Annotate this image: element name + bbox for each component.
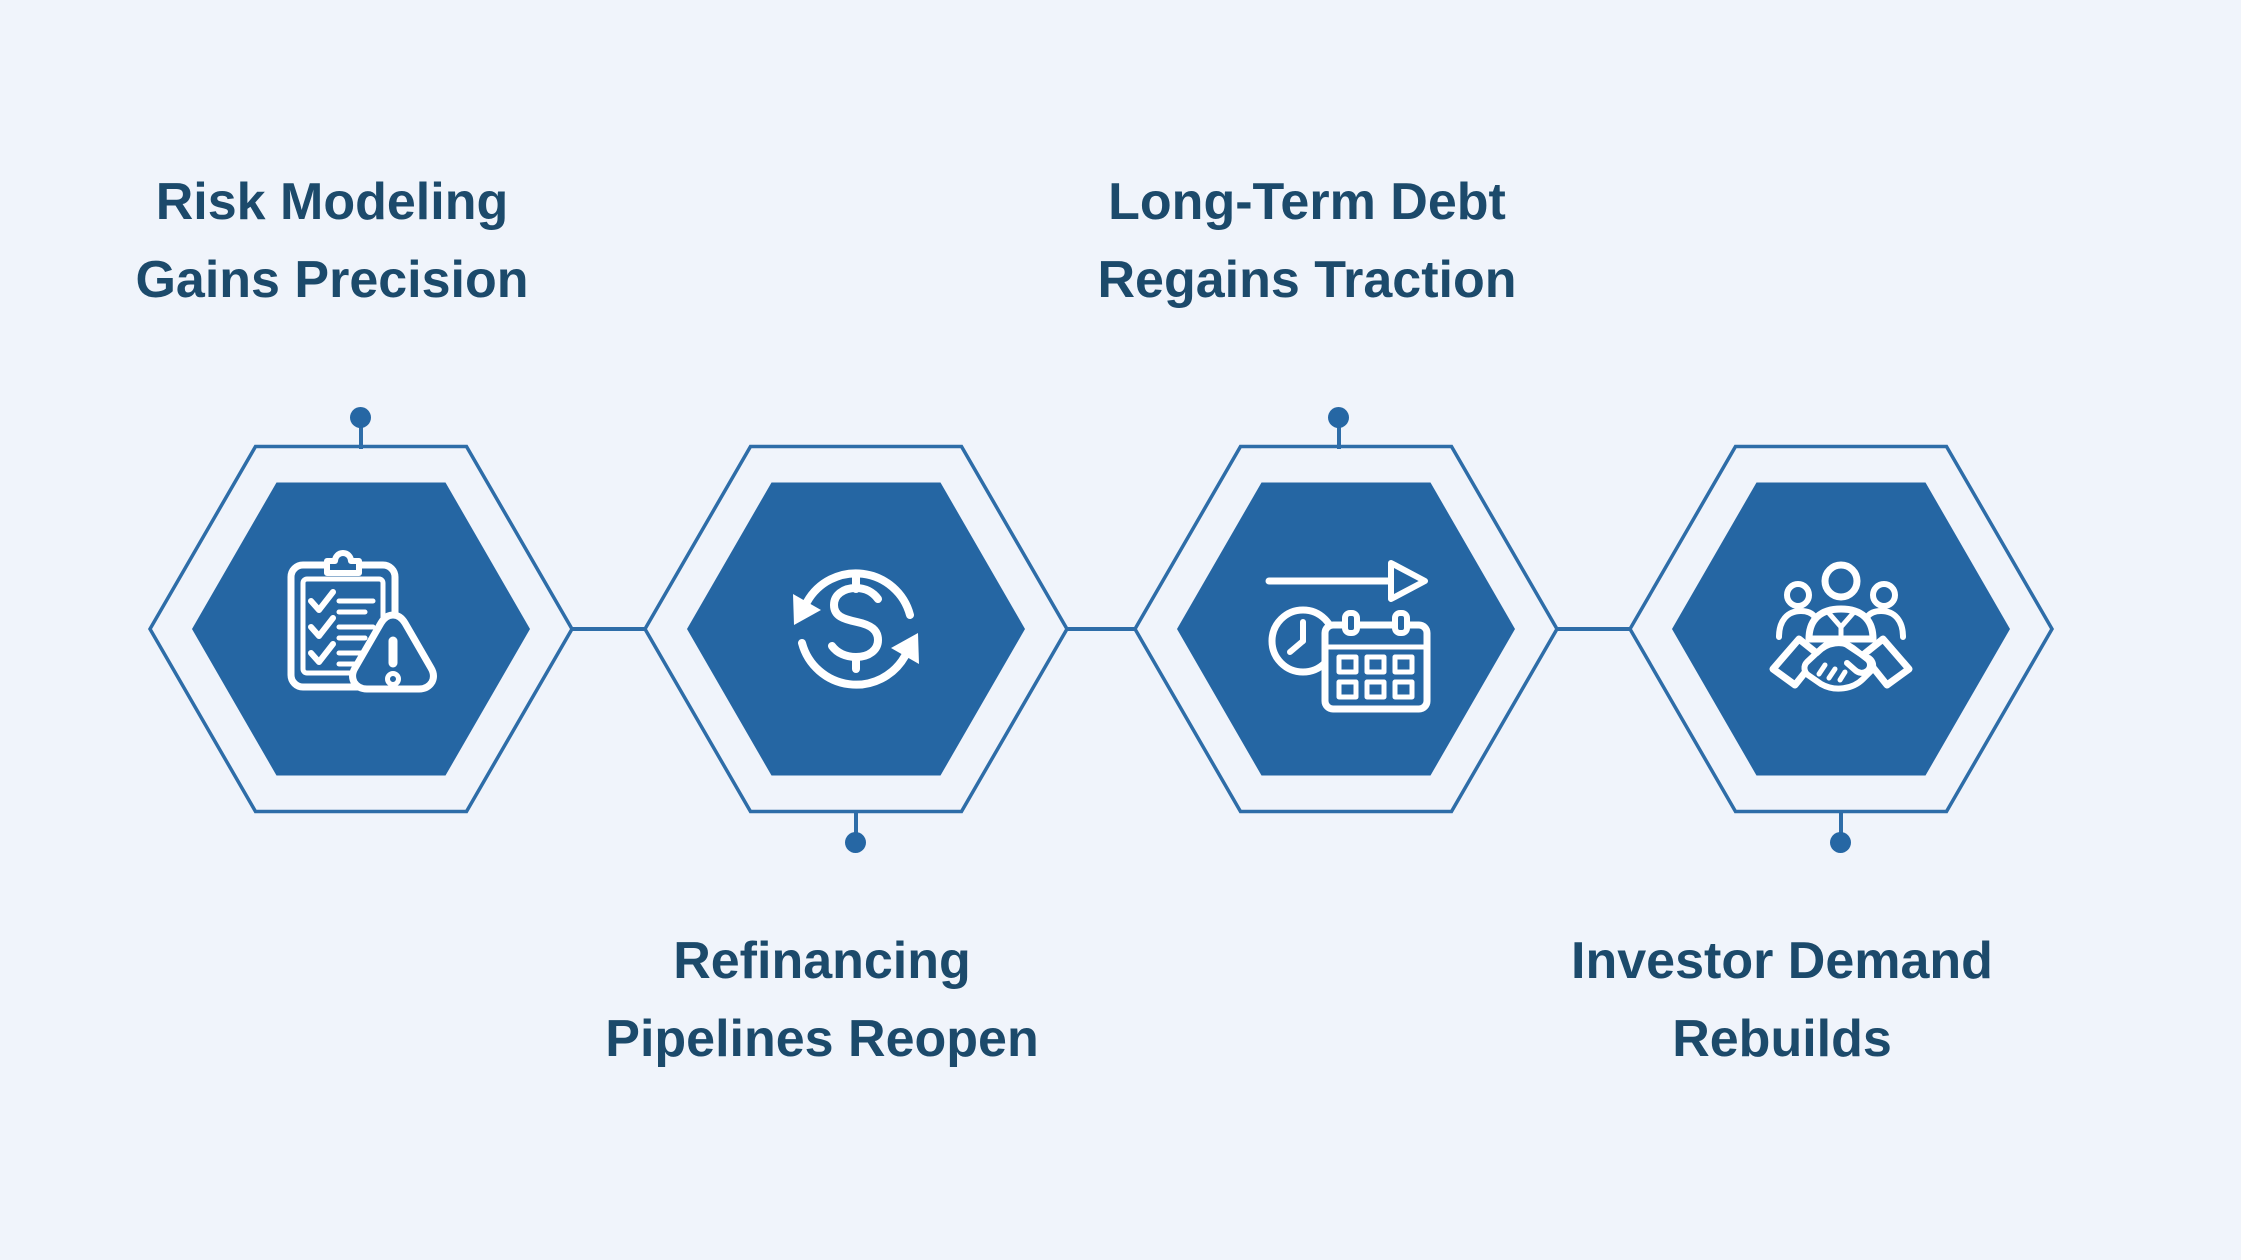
label-line: Gains Precision xyxy=(135,251,529,309)
connector-dot xyxy=(1830,832,1851,853)
step-label-investor-demand: Investor Demand Rebuilds xyxy=(1502,922,2062,1078)
label-line: Long-Term Debt xyxy=(1108,173,1506,231)
hexagon-outline xyxy=(147,444,575,814)
step-label-long-term-debt: Long-Term Debt Regains Traction xyxy=(1027,163,1587,319)
label-line: Investor Demand xyxy=(1571,932,1993,990)
connector-dot xyxy=(350,407,371,428)
label-line: Risk Modeling xyxy=(155,173,509,231)
label-line: Regains Traction xyxy=(1097,251,1517,309)
label-line: Refinancing xyxy=(673,932,971,990)
connector-line xyxy=(1555,627,1632,631)
hexagon-outline xyxy=(642,444,1070,814)
dollar-refresh-icon xyxy=(793,569,919,689)
step-label-refinancing: Refinancing Pipelines Reopen xyxy=(542,922,1102,1078)
label-line: Rebuilds xyxy=(1672,1010,1892,1068)
connector-stem xyxy=(854,810,858,843)
hexagon-step-risk-modeling xyxy=(147,444,575,814)
connector-dot xyxy=(845,832,866,853)
connector-stem xyxy=(359,417,363,449)
hexagon-fill xyxy=(687,482,1025,776)
connector-line xyxy=(570,627,647,631)
connector-dot xyxy=(1328,407,1349,428)
connector-stem xyxy=(1337,417,1341,449)
handshake-partnership-icon xyxy=(1769,561,1913,692)
hexagon-step-long-term-debt xyxy=(1132,444,1560,814)
connector-line xyxy=(1065,627,1137,631)
clipboard-checklist-warning-icon xyxy=(287,550,437,693)
label-line: Pipelines Reopen xyxy=(605,1010,1039,1068)
hexagon-outline xyxy=(1627,444,2055,814)
hexagon-step-investor-demand xyxy=(1627,444,2055,814)
hexagon-step-refinancing xyxy=(642,444,1070,814)
timeline-clock-calendar-icon xyxy=(1265,560,1431,713)
connector-stem xyxy=(1839,810,1843,843)
step-label-risk-modeling: Risk Modeling Gains Precision xyxy=(52,163,612,319)
hexagon-outline xyxy=(1132,444,1560,814)
